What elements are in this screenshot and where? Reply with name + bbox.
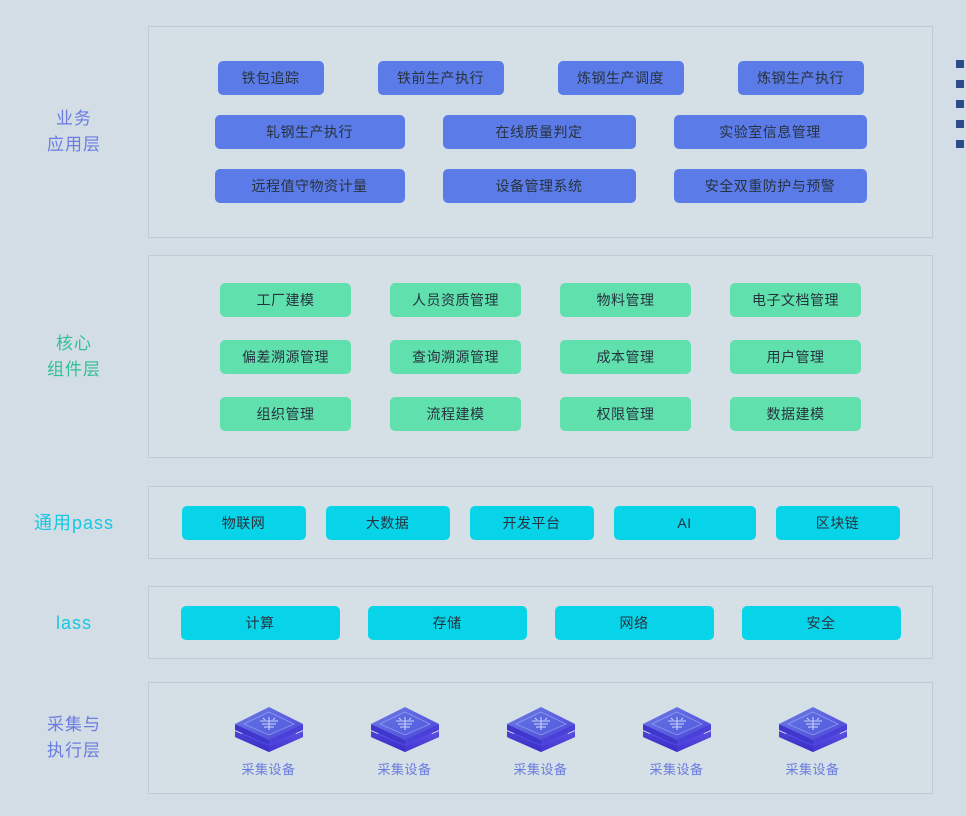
core-row-1: 工厂建模 人员资质管理 物料管理 电子文档管理 — [149, 282, 932, 317]
layer-label-core: 核心 组件层 — [47, 333, 101, 379]
business-row-1: 铁包追踪 铁前生产执行 炼钢生产调度 炼钢生产执行 — [149, 61, 932, 95]
chip-shiyanshi-xinxi-guanli[interactable]: 实验室信息管理 — [673, 115, 867, 149]
device-label: 采集设备 — [649, 762, 704, 777]
chip-gongchang-jianmo[interactable]: 工厂建模 — [220, 282, 351, 317]
list-bullet — [956, 120, 964, 128]
device-item[interactable]: 采集设备 — [609, 698, 745, 778]
chip-tieqian-shengchan-zhixing[interactable]: 铁前生产执行 — [377, 61, 504, 95]
chip-tiebao-zhuizong[interactable]: 铁包追踪 — [217, 61, 324, 95]
layer-label-acquisition: 采集与 执行层 — [47, 715, 101, 760]
chip-anquan-shuangchong-fanghu-yujing[interactable]: 安全双重防护与预警 — [673, 169, 867, 203]
device-item[interactable]: 采集设备 — [745, 698, 881, 778]
chip-chengben-guanli[interactable]: 成本管理 — [560, 339, 691, 374]
device-label: 采集设备 — [377, 762, 432, 777]
layer-general-paas: 通用pass 物联网 大数据 开发平台 AI 区块链 — [0, 486, 966, 559]
device-item[interactable]: 采集设备 — [337, 698, 473, 778]
panel-acquisition-execution: 采集设备 — [148, 682, 933, 794]
chip-wangluo[interactable]: 网络 — [554, 605, 714, 640]
layer-label-paas: 通用pass — [33, 512, 115, 533]
chip-liucheng-jianmo[interactable]: 流程建模 — [390, 396, 521, 431]
layer-label-business: 业务 应用层 — [47, 109, 101, 154]
iaas-row-1: 计算 存储 网络 安全 — [149, 605, 932, 640]
chip-anquan[interactable]: 安全 — [741, 605, 901, 640]
chip-cunchu[interactable]: 存储 — [367, 605, 527, 640]
chip-wuliao-guanli[interactable]: 物料管理 — [560, 282, 691, 317]
layer-business-application: 业务 应用层 铁包追踪 铁前生产执行 炼钢生产调度 炼钢生产执行 轧钢生产执行 … — [0, 26, 966, 238]
panel-iaas: 计算 存储 网络 安全 — [148, 586, 933, 659]
device-label: 采集设备 — [513, 762, 568, 777]
panel-general-paas: 物联网 大数据 开发平台 AI 区块链 — [148, 486, 933, 559]
layer-core-components: 核心 组件层 工厂建模 人员资质管理 物料管理 电子文档管理 偏差溯源管理 查询… — [0, 255, 966, 458]
chip-chaxun-suyuan-guanli[interactable]: 查询溯源管理 — [390, 339, 521, 374]
chip-dashuju[interactable]: 大数据 — [325, 505, 450, 540]
chip-kaifa-pingtai[interactable]: 开发平台 — [469, 505, 594, 540]
list-bullet — [956, 80, 964, 88]
isometric-device-icon — [504, 698, 578, 754]
panel-business-application: 铁包追踪 铁前生产执行 炼钢生产调度 炼钢生产执行 轧钢生产执行 在线质量判定 … — [148, 26, 933, 238]
chip-qukuailian[interactable]: 区块链 — [775, 505, 900, 540]
list-bullet — [956, 60, 964, 68]
device-label: 采集设备 — [241, 762, 296, 777]
chip-piancha-suyuan-guanli[interactable]: 偏差溯源管理 — [220, 339, 351, 374]
core-row-3: 组织管理 流程建模 权限管理 数据建模 — [149, 396, 932, 431]
isometric-device-icon — [776, 698, 850, 754]
list-bullet — [956, 100, 964, 108]
chip-dianzi-wendang-guanli[interactable]: 电子文档管理 — [730, 282, 861, 317]
isometric-device-icon — [368, 698, 442, 754]
core-row-2: 偏差溯源管理 查询溯源管理 成本管理 用户管理 — [149, 339, 932, 374]
cut-off-bullet-list — [948, 60, 966, 160]
device-item[interactable]: 采集设备 — [201, 698, 337, 778]
chip-liangang-shengchan-diaodu[interactable]: 炼钢生产调度 — [557, 61, 684, 95]
chip-zuzhi-guanli[interactable]: 组织管理 — [220, 396, 351, 431]
chip-wulianwang[interactable]: 物联网 — [181, 505, 306, 540]
list-bullet — [956, 140, 964, 148]
device-item[interactable]: 采集设备 — [473, 698, 609, 778]
chip-shuju-jianmo[interactable]: 数据建模 — [730, 396, 861, 431]
chip-shebei-guanli-xitong[interactable]: 设备管理系统 — [442, 169, 636, 203]
layer-iaas: lass 计算 存储 网络 安全 — [0, 586, 966, 659]
chip-zaixian-zhiliang-panding[interactable]: 在线质量判定 — [442, 115, 636, 149]
layer-label-iaas: lass — [55, 612, 92, 633]
layer-acquisition-execution: 采集与 执行层 — [0, 682, 966, 794]
chip-yuancheng-zhishou-wuzi-jiliang[interactable]: 远程值守物资计量 — [214, 169, 405, 203]
chip-liangang-shengchan-zhixing[interactable]: 炼钢生产执行 — [737, 61, 864, 95]
chip-jisuan[interactable]: 计算 — [180, 605, 340, 640]
chip-renyuan-zizhi-guanli[interactable]: 人员资质管理 — [390, 282, 521, 317]
isometric-device-icon — [232, 698, 306, 754]
business-row-3: 远程值守物资计量 设备管理系统 安全双重防护与预警 — [149, 169, 932, 203]
business-row-2: 轧钢生产执行 在线质量判定 实验室信息管理 — [149, 115, 932, 149]
device-label: 采集设备 — [785, 762, 840, 777]
paas-row-1: 物联网 大数据 开发平台 AI 区块链 — [149, 505, 932, 540]
chip-yonghu-guanli[interactable]: 用户管理 — [730, 339, 861, 374]
chip-zhagang-shengchan-zhixing[interactable]: 轧钢生产执行 — [214, 115, 405, 149]
chip-ai[interactable]: AI — [613, 505, 756, 540]
chip-quanxian-guanli[interactable]: 权限管理 — [560, 396, 691, 431]
panel-core-components: 工厂建模 人员资质管理 物料管理 电子文档管理 偏差溯源管理 查询溯源管理 成本… — [148, 255, 933, 458]
isometric-device-icon — [640, 698, 714, 754]
